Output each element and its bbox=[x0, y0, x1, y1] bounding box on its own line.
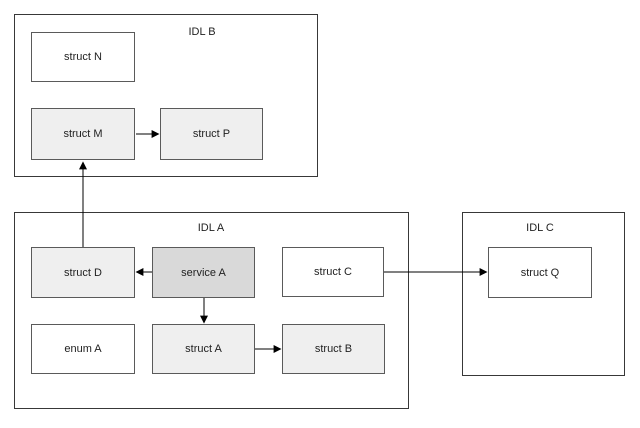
node-struct-n: struct N bbox=[31, 32, 135, 82]
node-label: struct D bbox=[64, 266, 102, 279]
node-struct-m: struct M bbox=[31, 108, 135, 160]
node-label: struct B bbox=[314, 343, 353, 355]
container-label-idl-c: IDL C bbox=[526, 222, 554, 234]
node-struct-c: struct C bbox=[282, 247, 384, 297]
node-struct-q: struct Q bbox=[488, 247, 592, 298]
node-label: enum A bbox=[64, 343, 102, 355]
node-label: struct Q bbox=[520, 266, 560, 279]
node-struct-d: struct D bbox=[31, 247, 135, 298]
node-label: struct C bbox=[314, 266, 352, 278]
container-idl-a bbox=[14, 212, 409, 409]
container-label-idl-b: IDL B bbox=[188, 26, 216, 38]
node-enum-a: enum A bbox=[31, 324, 135, 374]
node-struct-a: struct A bbox=[152, 324, 255, 374]
node-label: struct A bbox=[185, 343, 222, 355]
node-struct-p: struct P bbox=[160, 108, 263, 160]
node-label: struct M bbox=[63, 128, 103, 140]
node-label: struct P bbox=[192, 128, 231, 140]
container-label-idl-a: IDL A bbox=[197, 222, 225, 234]
node-struct-b: struct B bbox=[282, 324, 385, 374]
node-service-a: service A bbox=[152, 247, 255, 298]
node-label: service A bbox=[181, 266, 226, 279]
node-label: struct N bbox=[64, 51, 102, 63]
